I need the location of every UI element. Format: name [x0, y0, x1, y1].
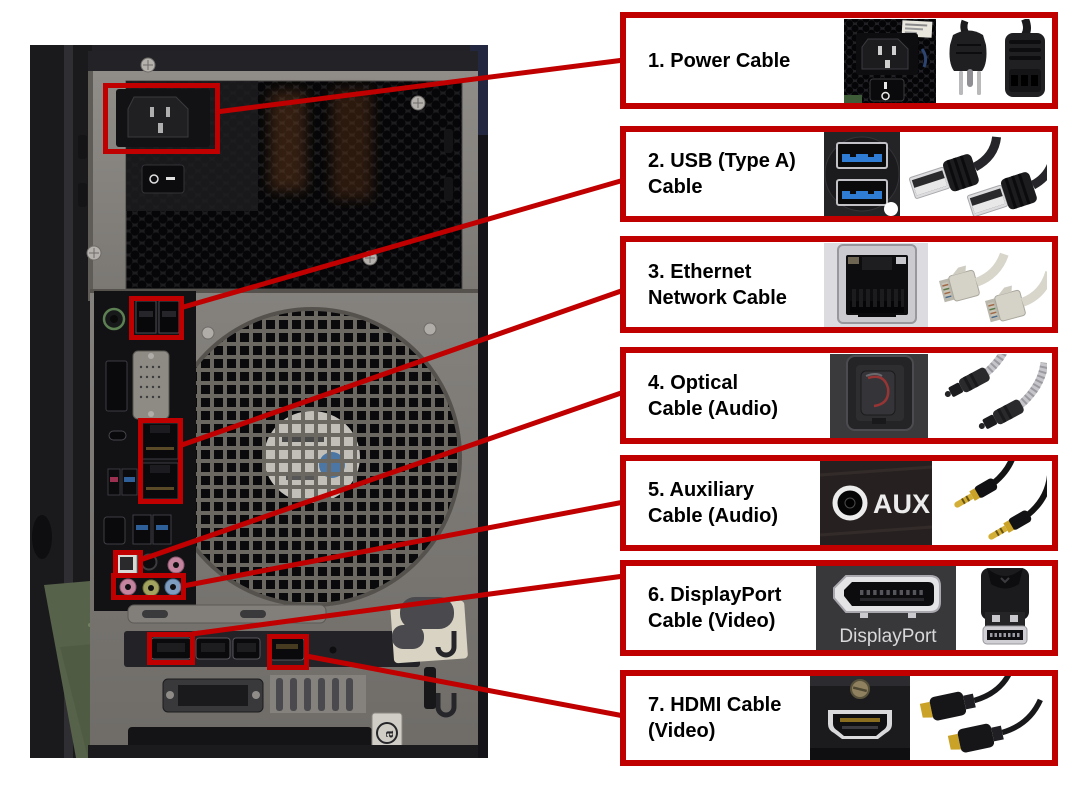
callout-displayport-line2: Cable (Video) — [648, 610, 776, 632]
callout-displayport-label: 6. DisplayPort Cable (Video) — [648, 582, 809, 634]
power-switch — [141, 164, 185, 194]
callout-ethernet-line1: 3. Ethernet — [648, 260, 752, 283]
callout-aux-line1: 5. Auxiliary — [648, 479, 754, 501]
usb-ports-image — [824, 132, 900, 216]
highlight-audio-jacks — [111, 573, 186, 600]
hdmi-cable-image — [917, 676, 1047, 760]
callout-optical-line1: 4. Optical — [648, 371, 739, 394]
callout-aux-line2: Cable (Audio) — [648, 505, 778, 527]
fan-vent — [162, 307, 462, 607]
callout-optical-label: 4. Optical Cable (Audio) — [648, 370, 823, 422]
callout-ethernet-label: 3. Ethernet Network Cable — [648, 259, 817, 311]
power-cable-image — [943, 18, 1047, 103]
callout-hdmi-line1: 7. HDMI Cable — [648, 694, 782, 716]
callout-displayport-cable: 6. DisplayPort Cable (Video) DisplayPort — [620, 560, 1058, 656]
callout-power-line1: 1. Power Cable — [648, 49, 791, 72]
power-inlet-port-image — [844, 18, 936, 103]
ethernet-cable-image — [935, 242, 1047, 327]
displayport-connector-image — [963, 566, 1047, 650]
callout-aux-cable: 5. Auxiliary Cable (Audio) AUX — [620, 455, 1058, 551]
callout-usb-label: 2. USB (Type A) Cable — [648, 148, 817, 200]
callout-power-cable: 1. Power Cable — [620, 12, 1058, 109]
callout-optical-cable: 4. Optical Cable (Audio) — [620, 347, 1058, 444]
power-inlet-port — [116, 89, 210, 147]
displayport-port-label: DisplayPort — [839, 626, 937, 647]
callout-power-label: 1. Power Cable — [648, 48, 837, 74]
highlight-ethernet-ports — [138, 418, 183, 504]
tower-back-photo-svg: a — [30, 45, 488, 758]
rj45-port-image — [824, 242, 928, 327]
callout-ethernet-line2: Network Cable — [648, 286, 787, 309]
callout-hdmi-label: 7. HDMI Cable (Video) — [648, 692, 803, 744]
optical-cable-image — [935, 353, 1047, 438]
usb-cable-image — [907, 132, 1047, 216]
highlight-usb-ports — [129, 296, 184, 340]
toslink-port-image — [830, 353, 928, 438]
callout-usb-cable: 2. USB (Type A) Cable — [620, 126, 1058, 222]
callout-optical-line2: Cable (Audio) — [648, 397, 778, 420]
highlight-power-inlet — [103, 83, 220, 154]
aux-cable-image — [939, 461, 1047, 545]
callout-ethernet-cable: 3. Ethernet Network Cable — [620, 236, 1058, 333]
svg-text:a: a — [381, 730, 397, 738]
highlight-displayport — [147, 632, 195, 665]
aux-jack-image: AUX — [820, 461, 932, 545]
hdmi-port-image — [810, 676, 910, 760]
callout-aux-label: 5. Auxiliary Cable (Audio) — [648, 477, 813, 529]
callout-displayport-line1: 6. DisplayPort — [648, 584, 782, 606]
aux-port-label: AUX — [873, 489, 930, 519]
highlight-hdmi — [267, 634, 309, 670]
callout-usb-line1: 2. USB (Type A) — [648, 150, 796, 172]
callout-hdmi-line2: (Video) — [648, 720, 716, 742]
displayport-port-image: DisplayPort — [816, 566, 956, 650]
callout-hdmi-cable: 7. HDMI Cable (Video) — [620, 670, 1058, 766]
callout-usb-line2: Cable — [648, 176, 703, 198]
tower-back-photo: a — [30, 45, 488, 758]
